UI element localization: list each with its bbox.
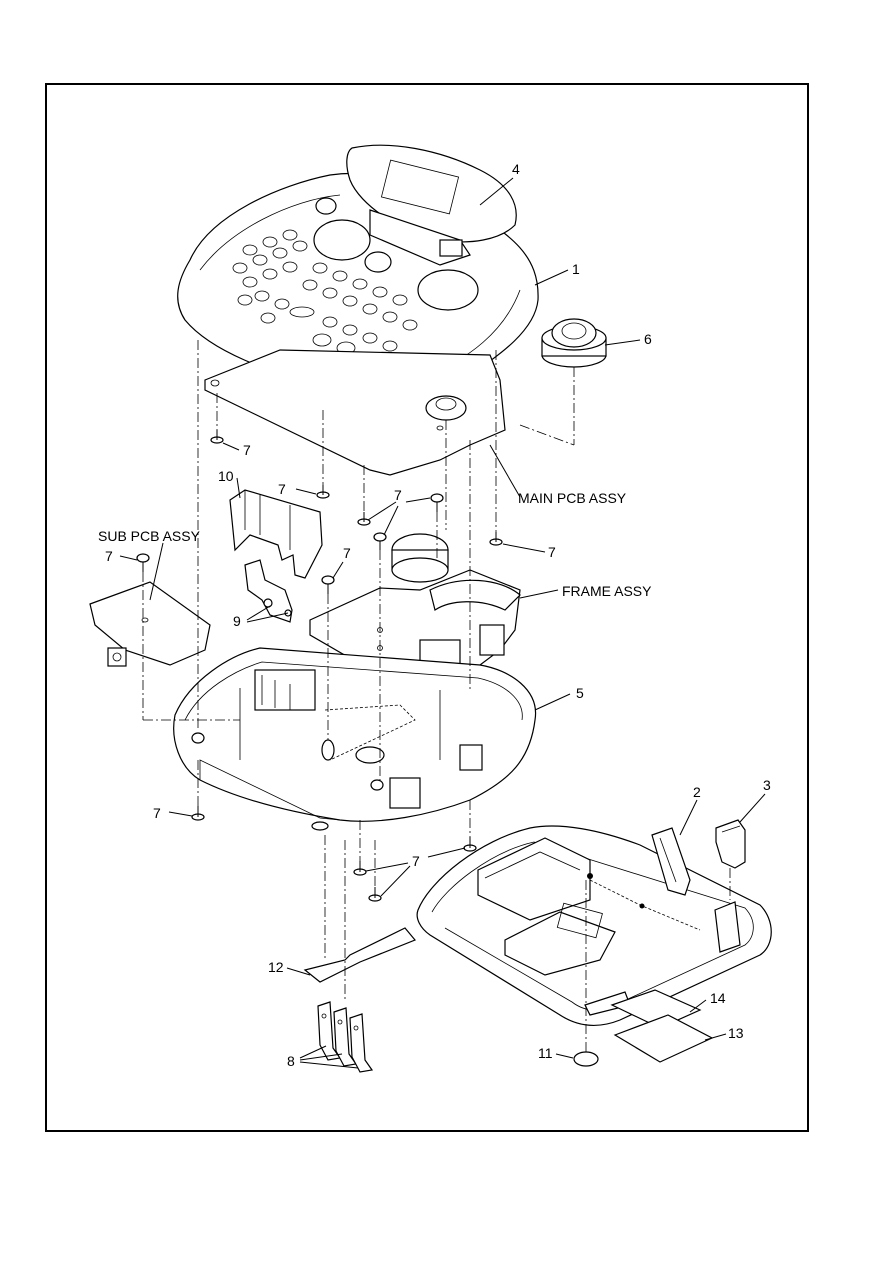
callout-7-e: 7 [343,545,351,561]
clip-part [714,819,746,953]
callout-5: 5 [576,685,584,701]
callout-14: 14 [710,990,726,1006]
holder-part [229,489,323,579]
sheet-13-part [613,1014,714,1063]
screw-e [373,532,387,550]
screw-k [353,861,367,876]
lcd-cover-part [346,144,517,266]
frame-assy-part [309,533,521,691]
screw-a [210,430,224,444]
bottom-case-part [173,647,537,831]
sheet-12-part [303,927,416,983]
assembly-center-lines [142,340,587,1052]
callout-6: 6 [644,331,652,347]
label-frame-assy: FRAME ASSY [562,583,652,599]
bracket-part [244,559,293,623]
callout-9: 9 [233,613,241,629]
sub-pcb-part [89,581,211,667]
foot-11-part [573,1051,599,1067]
top-cover-keys [232,229,418,355]
screw-h [136,553,150,572]
main-pcb-part [204,349,506,476]
screw-group [136,430,503,902]
callout-13: 13 [728,1025,744,1041]
callout-10: 10 [218,468,234,484]
callout-12: 12 [268,959,284,975]
label-main-pcb-assy: MAIN PCB ASSY [518,490,627,506]
sheet-14-part [610,989,702,1029]
screw-i [191,806,205,821]
dial-knob-part [541,318,607,445]
terminals-part [317,1001,374,1073]
bottom-cover-part [416,825,772,1027]
screw-d [357,512,371,526]
callout-11: 11 [538,1045,553,1061]
screw-b [316,485,330,499]
label-sub-pcb-assy: SUB PCB ASSY [98,528,201,544]
callout-8: 8 [287,1053,295,1069]
screw-c [430,493,444,512]
callout-7-c: 7 [394,487,402,503]
screw-g [321,575,335,594]
callout-7-g: 7 [153,805,161,821]
callout-1: 1 [572,261,580,277]
screw-j [463,837,477,852]
screw-l [368,887,382,902]
callout-2: 2 [693,784,701,800]
callout-7-a: 7 [243,442,251,458]
screw-f [489,532,503,546]
callout-3: 3 [763,777,771,793]
callout-labels: 4 1 6 7 7 7 10 MAIN PCB ASSY SUB PCB ASS… [98,161,771,1069]
callout-7-f: 7 [548,544,556,560]
callout-7-h: 7 [412,853,420,869]
callout-7-d: 7 [105,548,113,564]
leader-lines [119,177,766,1069]
diagram-frame [45,83,809,1132]
callout-4: 4 [512,161,520,177]
callout-7-b: 7 [278,481,286,497]
